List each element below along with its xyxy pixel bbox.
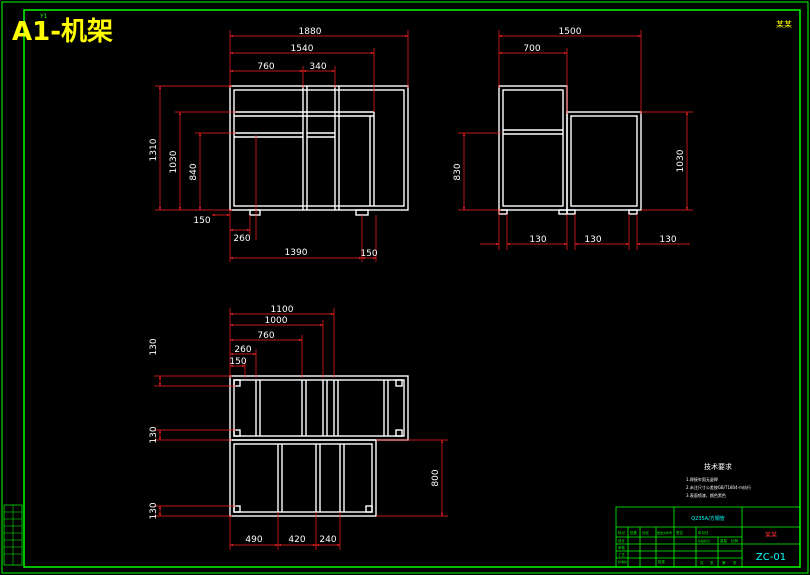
dim-label: 1540	[291, 44, 314, 54]
dim-label: 130	[584, 235, 601, 245]
tb-label: 工艺	[618, 552, 626, 557]
dim-label: 760	[257, 331, 274, 341]
dim-label: 130	[149, 502, 159, 519]
tb-label: 签名	[676, 530, 683, 535]
notes-heading: 技术要求	[704, 462, 732, 471]
tb-label: 张	[710, 560, 714, 565]
dim-label: 130	[149, 338, 159, 355]
note-line: 2.未注尺寸公差按GB/T1804-m执行	[686, 484, 751, 490]
technical-notes: 技术要求 1.焊接牢固无虚焊 2.未注尺寸公差按GB/T1804-m执行 3.表…	[686, 462, 751, 498]
tb-label: 更改文件号	[657, 530, 672, 535]
tb-label: 张	[733, 560, 737, 565]
dim-label: 260	[234, 345, 251, 355]
tb-label: 处数	[630, 530, 638, 535]
material-label: Q235A/方钢管	[691, 515, 725, 522]
front-view: 1880 1540 760 340 1310 1030 840 150 260 …	[149, 27, 409, 262]
dim-label: 340	[309, 62, 326, 72]
dim-label: 1390	[285, 248, 308, 258]
tb-label: 分区	[642, 530, 650, 535]
company-name: 某某	[765, 532, 777, 539]
tb-label: 第	[722, 560, 726, 565]
tb-label: 共	[700, 560, 704, 565]
dim-label: 130	[529, 235, 546, 245]
dim-label: 150	[229, 357, 246, 367]
dim-label: 700	[523, 44, 540, 54]
dim-label: 150	[360, 249, 377, 259]
drawing-title: A1-机架	[12, 17, 113, 47]
note-line: 1.焊接牢固无虚焊	[686, 476, 718, 482]
tb-label: 年月日	[698, 530, 709, 535]
top-view: 1100 1000 760 260 150 130 130 130 800 49…	[149, 305, 448, 550]
tb-label: 设计	[618, 538, 626, 543]
tb-label: 重量	[720, 538, 728, 543]
tb-label: 审核	[618, 545, 626, 550]
drawing-number: ZC-01	[756, 552, 786, 563]
dim-label: 1880	[299, 27, 322, 37]
tb-label: 标准化	[618, 559, 627, 564]
dim-label: 260	[233, 234, 250, 244]
tb-label: 批准	[658, 559, 666, 564]
dim-label: 1030	[169, 150, 179, 173]
dim-label: 1000	[265, 316, 288, 326]
corner-logo: 某某	[776, 20, 792, 29]
dim-label: 130	[659, 235, 676, 245]
dim-label: 800	[431, 469, 441, 486]
title-block: Q235A/方钢管 某某 ZC-01 标记 处数 分区 更改文件号 签名 年月日…	[615, 506, 801, 568]
tb-label: 比例	[731, 538, 739, 543]
dim-label: 420	[288, 535, 305, 545]
dim-label: 150	[193, 216, 210, 226]
dim-label: 490	[245, 535, 262, 545]
tb-label: 阶段标记	[698, 538, 710, 543]
dim-label: 1030	[676, 149, 686, 172]
dim-label: 1100	[271, 305, 294, 315]
dim-label: 1500	[559, 27, 582, 37]
corner-tag: Y1	[39, 13, 48, 20]
dim-label: 1310	[149, 138, 159, 161]
dim-label: 840	[189, 163, 199, 180]
side-view: 1500 700 830 1030 130 130 130	[453, 27, 693, 250]
note-line: 3.表面喷漆，颜色黑色	[686, 492, 726, 498]
tb-label: 标记	[618, 530, 626, 535]
dim-label: 240	[319, 535, 336, 545]
dim-label: 830	[453, 163, 463, 180]
dim-label: 130	[149, 426, 159, 443]
dim-label: 760	[257, 62, 274, 72]
